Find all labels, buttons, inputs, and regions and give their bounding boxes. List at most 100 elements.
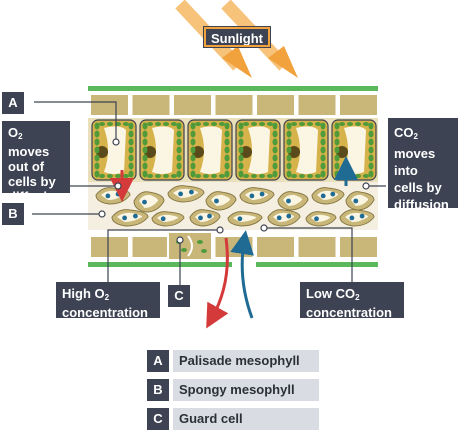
chloroplast — [190, 122, 196, 130]
chloroplast — [155, 122, 161, 126]
key-row-b: B Spongy mesophyll — [147, 379, 319, 401]
molecule — [115, 191, 121, 197]
lower-cuticle-right — [256, 262, 378, 267]
chloroplast — [267, 122, 273, 126]
chloroplast — [320, 130, 326, 138]
chloroplast — [176, 154, 182, 162]
chloroplast — [190, 130, 196, 138]
palisade-cell — [283, 119, 329, 181]
chloroplast — [224, 170, 230, 178]
molecule — [349, 215, 355, 221]
epidermis-cell — [172, 93, 213, 117]
spongy-cell — [339, 209, 375, 227]
chloroplast — [142, 122, 148, 130]
stoma — [167, 231, 213, 261]
chloroplast — [203, 122, 209, 126]
chloroplast — [334, 122, 340, 130]
leader-lines — [32, 101, 386, 292]
epidermis-cell — [255, 235, 296, 259]
chloroplast — [251, 174, 257, 178]
palisade-cell — [235, 119, 281, 181]
chloroplast — [267, 174, 273, 178]
chloroplast — [128, 170, 134, 178]
chloroplast — [339, 174, 345, 178]
chloroplast — [291, 174, 297, 178]
sunlight-label: Sunlight — [203, 26, 271, 48]
chloroplast — [259, 122, 265, 126]
molecule — [105, 193, 111, 199]
label-a: A — [2, 92, 24, 114]
chloroplast — [224, 130, 230, 138]
chloroplast — [123, 174, 129, 178]
chloroplast — [190, 146, 196, 154]
molecule — [353, 198, 359, 204]
chloroplast — [320, 170, 326, 178]
chloroplast — [286, 154, 292, 162]
chloroplast — [238, 146, 244, 154]
chloroplast — [147, 174, 153, 178]
spongy-mesophyll — [95, 185, 375, 227]
chloroplast — [299, 122, 305, 126]
spongy-cell — [133, 191, 165, 213]
palisade-cell — [331, 119, 377, 181]
co2-moves-in-label: CO2 moves into cells by diffusion — [388, 118, 458, 212]
spongy-cell — [277, 191, 309, 211]
spongy-cell — [305, 211, 337, 227]
molecule — [237, 216, 243, 222]
spongy-cell — [151, 211, 185, 227]
chloroplast — [307, 122, 313, 126]
key-letter: B — [147, 379, 169, 401]
molecule — [276, 215, 282, 221]
spongy-cell — [345, 191, 375, 211]
chloroplast — [128, 162, 134, 170]
chloroplast — [320, 122, 326, 130]
key-text: Spongy mesophyll — [173, 379, 319, 401]
chloroplast — [272, 122, 278, 130]
co2-in-arrow — [230, 230, 254, 319]
key-row-c: C Guard cell — [147, 408, 319, 430]
chloroplast — [286, 130, 292, 138]
molecule — [133, 213, 138, 219]
chloroplast — [94, 146, 100, 154]
molecule — [320, 193, 326, 199]
chloroplast — [272, 154, 278, 162]
chloroplast — [190, 154, 196, 162]
chloroplast — [286, 122, 292, 130]
molecule — [214, 198, 219, 204]
molecule — [178, 191, 184, 197]
palisade-mesophyll — [91, 119, 377, 181]
spongy-cell — [239, 187, 275, 205]
epidermis-cell — [338, 93, 379, 117]
chloroplast — [286, 138, 292, 146]
chloroplast — [224, 146, 230, 154]
key-letter: C — [147, 408, 169, 430]
chloroplast — [190, 162, 196, 170]
chloroplast — [243, 174, 249, 178]
chloroplast — [176, 130, 182, 138]
chloroplast — [243, 122, 249, 126]
epidermis-cell — [130, 235, 172, 259]
chloroplast — [238, 170, 244, 178]
spongy-cell — [189, 209, 221, 227]
chloroplast — [107, 174, 113, 178]
chloroplast — [203, 174, 209, 178]
chloroplast — [163, 174, 169, 178]
molecule — [198, 215, 203, 221]
molecule — [330, 191, 336, 197]
chloroplast — [211, 174, 217, 178]
chloroplast — [155, 174, 161, 178]
chloroplast — [128, 130, 134, 138]
chloroplast — [320, 146, 326, 154]
spongy-cell — [111, 209, 149, 227]
chloroplast — [219, 122, 225, 126]
key-text: Palisade mesophyll — [173, 350, 319, 372]
spongy-cell — [267, 209, 301, 227]
chloroplast — [128, 154, 134, 162]
chloroplast — [334, 170, 340, 178]
chloroplast — [211, 122, 217, 126]
chloroplast — [94, 130, 100, 138]
chloroplast — [123, 122, 129, 126]
molecule — [189, 189, 194, 195]
chloroplast — [176, 138, 182, 146]
